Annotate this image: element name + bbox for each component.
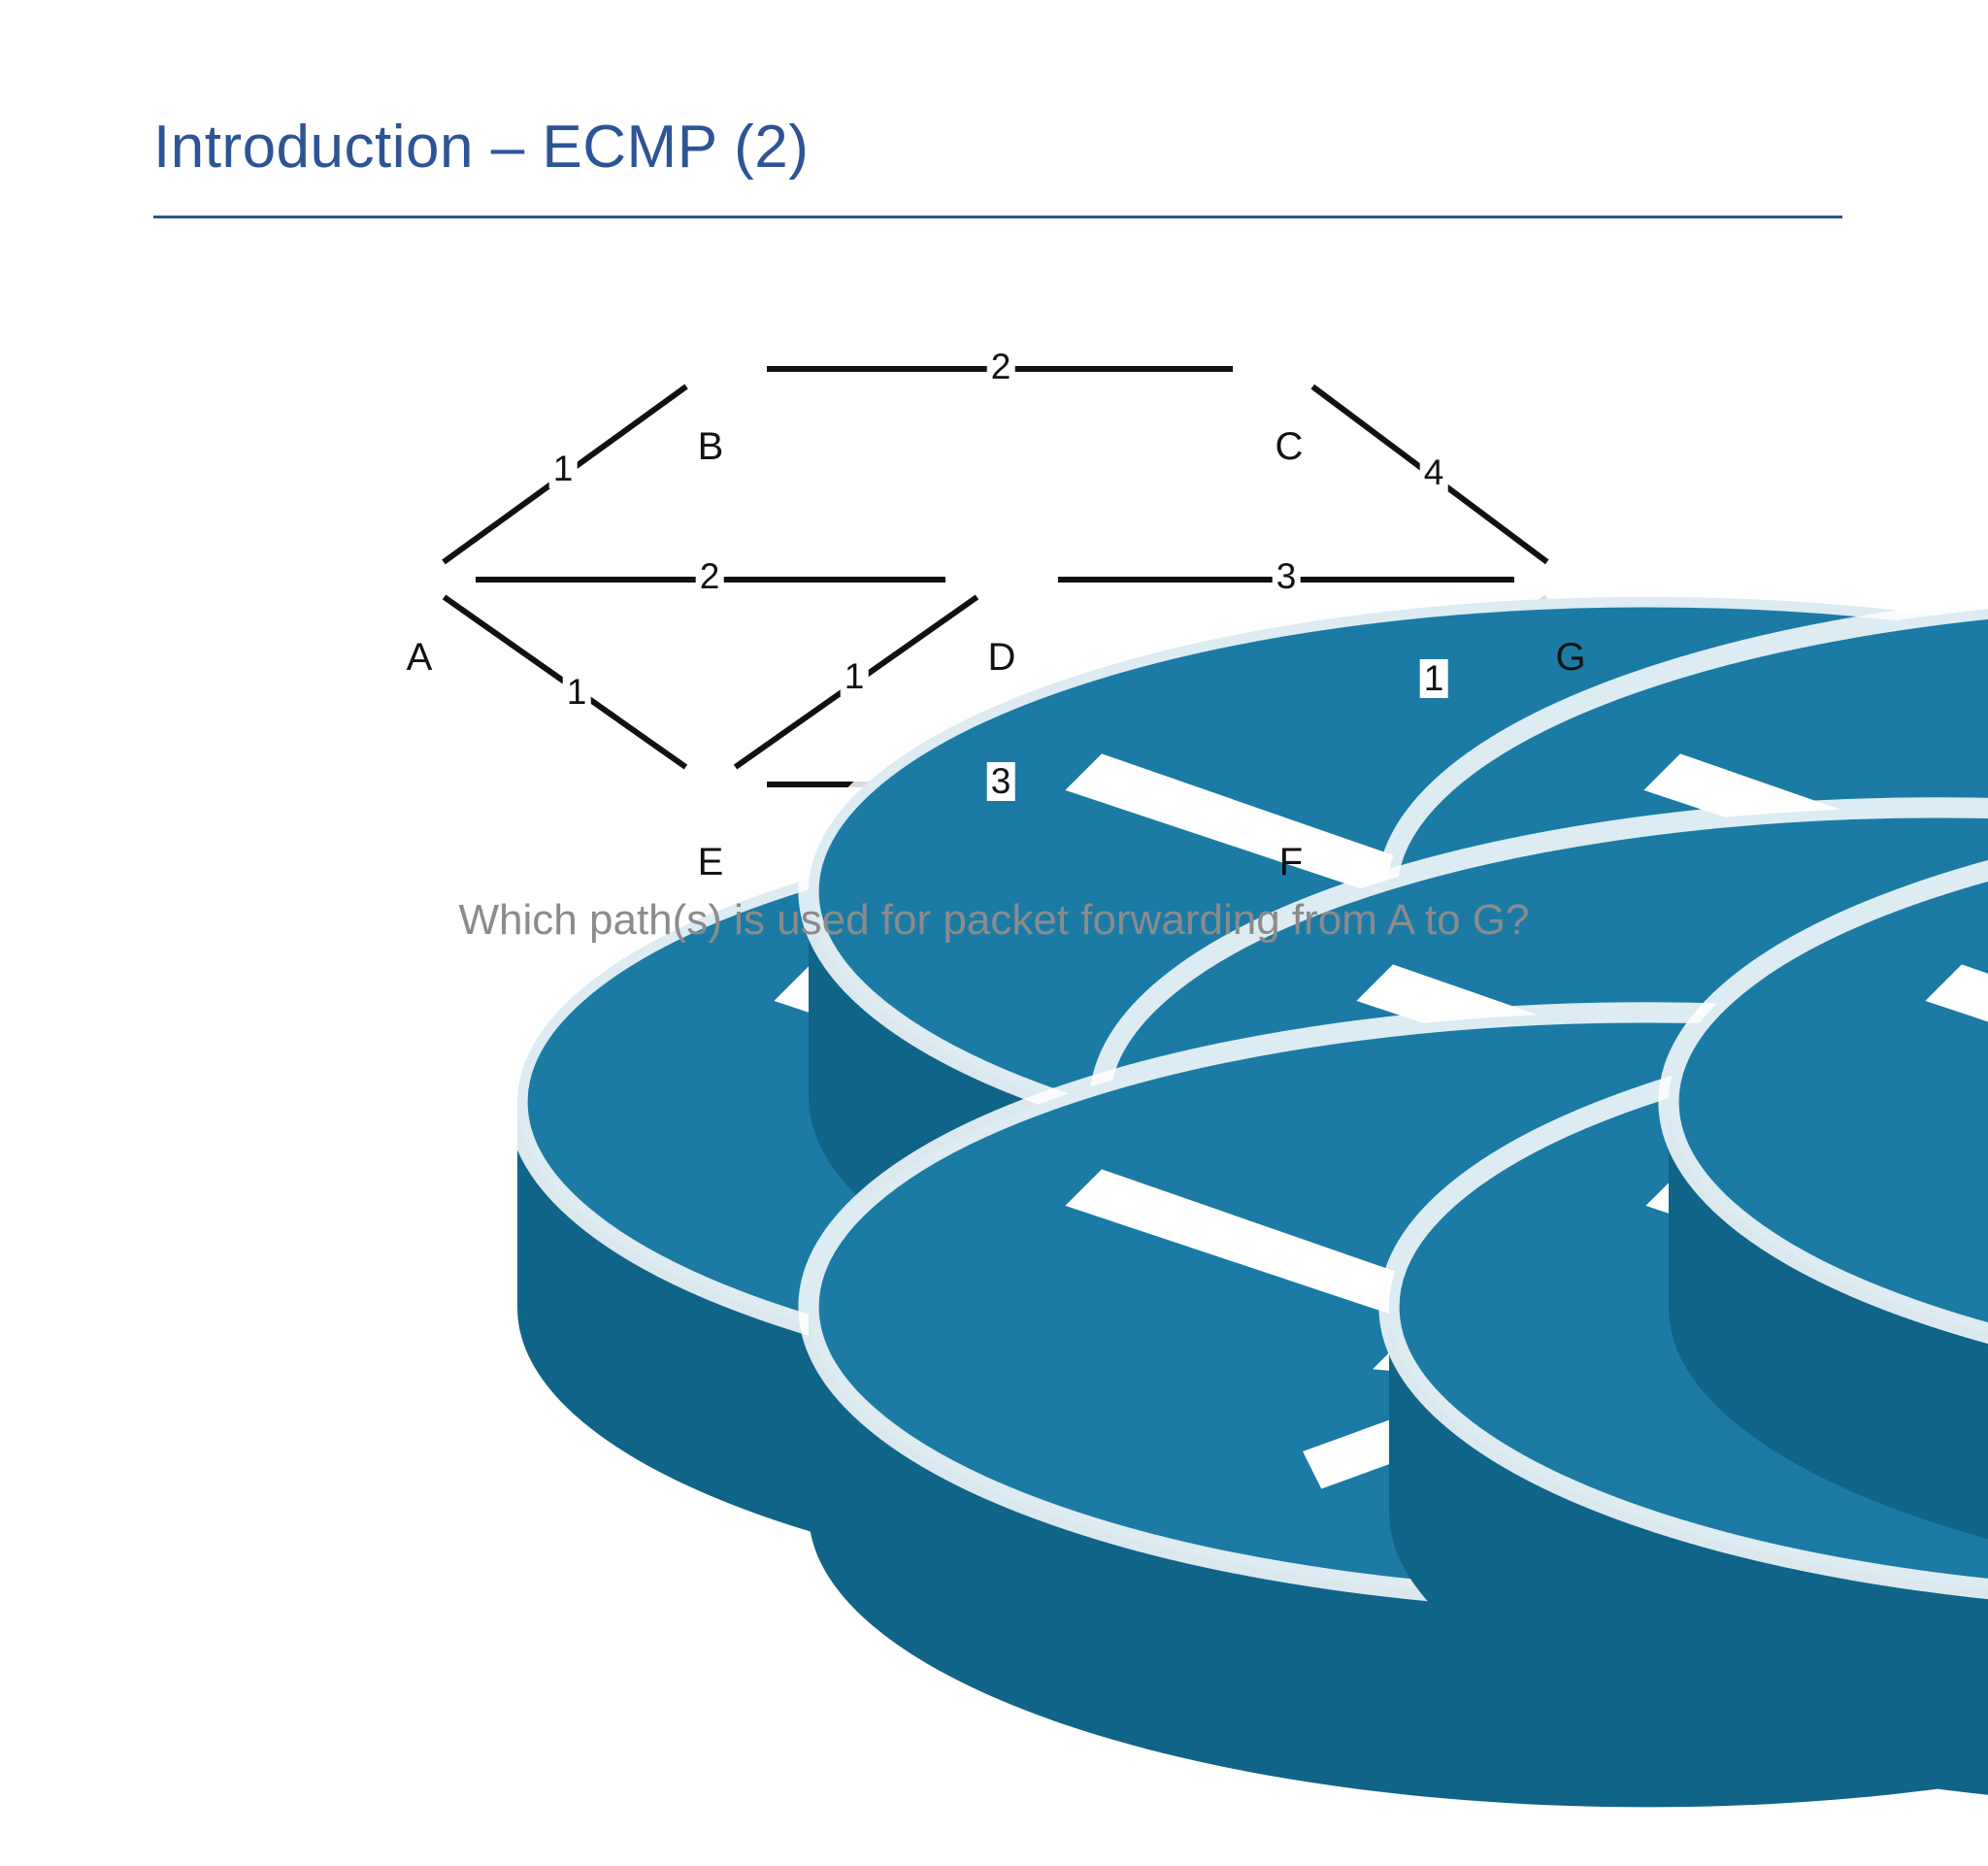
router-node-d[interactable] xyxy=(944,543,1988,1603)
router-node-c[interactable] xyxy=(1232,332,1988,1380)
question-text: Which path(s) is used for packet forward… xyxy=(458,896,1530,944)
edge-weight-e-d: 1 xyxy=(840,657,869,696)
router-node-e[interactable] xyxy=(653,748,1988,1808)
edge-weight-a-d: 2 xyxy=(695,557,724,596)
router-node-b[interactable] xyxy=(653,332,1988,1392)
page-title: Introduction – ECMP (2) xyxy=(153,114,810,181)
edge-weight-e-f: 3 xyxy=(986,762,1015,801)
edge-weight-d-g: 3 xyxy=(1272,557,1301,596)
node-label-a: A xyxy=(406,636,433,679)
node-label-b: B xyxy=(697,425,724,468)
slide-canvas: Introduction – ECMP (2) A B xyxy=(153,107,1988,1808)
node-label-g: G xyxy=(1555,636,1586,679)
edge-weight-c-g: 4 xyxy=(1419,453,1448,492)
edge-weight-a-b: 1 xyxy=(548,450,578,488)
network-topology-diagram: A B C D xyxy=(362,332,1988,1808)
node-label-e: E xyxy=(697,841,724,883)
title-underline-divider xyxy=(153,216,1842,218)
node-label-f: F xyxy=(1278,841,1304,883)
router-node-a[interactable] xyxy=(362,543,1988,1603)
edge-weight-f-g: 1 xyxy=(1419,659,1448,698)
router-node-g[interactable] xyxy=(1513,543,1988,1540)
node-label-c: C xyxy=(1275,425,1304,468)
edge-weight-b-c: 2 xyxy=(986,348,1015,386)
edge-weight-a-e: 1 xyxy=(562,673,591,712)
router-node-f[interactable] xyxy=(1234,748,1988,1795)
title-block: Introduction – ECMP (2) xyxy=(153,107,1842,223)
node-label-d: D xyxy=(987,636,1016,679)
